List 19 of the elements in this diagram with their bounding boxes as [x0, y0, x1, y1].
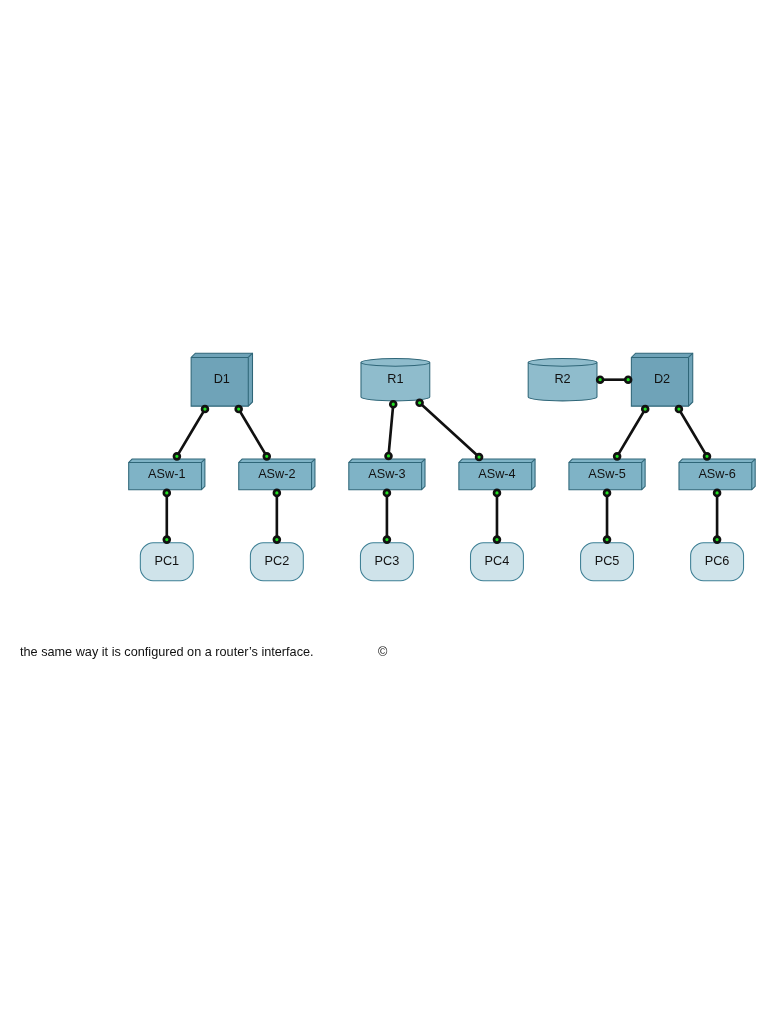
connector	[272, 488, 282, 544]
node-box: PC4	[470, 541, 524, 581]
connector	[712, 488, 722, 544]
connector	[612, 404, 650, 461]
connector	[602, 488, 612, 544]
connector	[382, 488, 392, 544]
connector	[234, 404, 272, 461]
node-box: PC1	[139, 541, 194, 581]
label: the same way it is configured on a router’s interface.	[19, 644, 314, 659]
connector	[595, 374, 633, 384]
connector	[384, 399, 398, 460]
connector	[162, 488, 172, 544]
label: ©	[378, 644, 388, 659]
node-box: PC5	[580, 541, 634, 581]
connector	[674, 404, 712, 461]
connector	[492, 488, 502, 544]
node-box: PC3	[359, 541, 414, 581]
node-box: PC6	[690, 541, 745, 581]
node-box: PC2	[249, 541, 304, 581]
